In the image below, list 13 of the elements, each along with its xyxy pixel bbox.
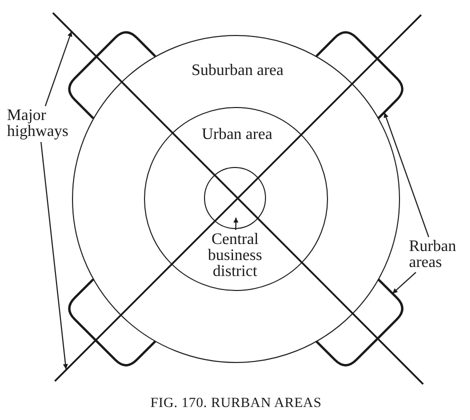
zone-label: Suburban area	[192, 62, 284, 80]
callout-label: Central business district	[206, 232, 264, 280]
zone-label: Urban area	[202, 126, 272, 144]
callout-label: Major highways	[7, 108, 71, 140]
leader-arrow	[40, 142, 68, 370]
figure-caption: FIG. 170. RURBAN AREAS	[150, 396, 322, 412]
leader-arrow	[233, 218, 238, 230]
leader-arrow	[392, 272, 416, 294]
callout-label: Rurban areas	[409, 239, 461, 271]
urban-area-circle	[144, 106, 328, 290]
central-district-circle	[204, 167, 266, 229]
leader-arrow	[44, 31, 72, 106]
leader-arrow	[384, 112, 430, 238]
